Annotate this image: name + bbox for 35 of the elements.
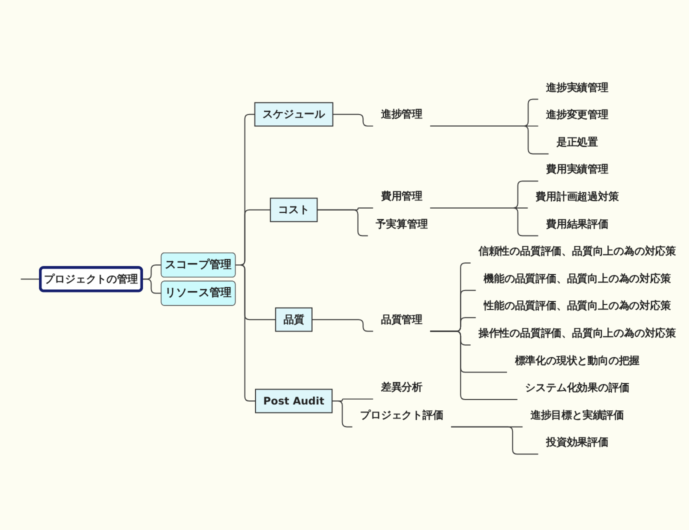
node-text: 予実算管理	[376, 218, 428, 230]
node-text: 進捗目標と実績評価	[530, 408, 624, 421]
connector	[312, 319, 374, 332]
node-box: スケジュール	[254, 102, 334, 127]
node-text: 費用管理	[380, 190, 422, 202]
node-text: 費用実績管理	[546, 162, 608, 176]
node-text: 差異分析	[380, 380, 422, 394]
connector	[430, 330, 518, 400]
node-text: 性能の品質評価、品質向上の為の対応策	[484, 299, 671, 312]
connector	[316, 209, 368, 236]
node-text: 費用計画超過対策	[536, 190, 619, 203]
node-text: 進捗管理	[380, 108, 422, 120]
node-text: 信頼性の品質評価、品質向上の為の対応策	[478, 244, 676, 258]
connector	[450, 426, 539, 455]
connector	[234, 264, 256, 402]
connector	[430, 207, 539, 236]
node-text: 標準化の現状と動向の把握	[514, 354, 640, 366]
node-text: 進捗実績管理	[546, 81, 608, 94]
connector	[430, 126, 550, 154]
connector	[20, 278, 41, 280]
node-text: 費用結果評価	[546, 218, 608, 230]
node-text: システム化効果の評価	[525, 381, 630, 394]
node-text: 是正処置	[556, 136, 598, 148]
node-text: 進捗変更管理	[546, 108, 608, 121]
connector	[332, 114, 374, 127]
connector	[332, 400, 353, 428]
node-box: コスト	[270, 198, 318, 222]
node-box: 品質	[275, 307, 312, 332]
node-text: 機能の品質評価、品質向上の為の対応策	[484, 272, 671, 284]
node-text: 投資効果評価	[546, 436, 608, 448]
node-box: Post Audit	[255, 388, 333, 414]
node-text: 操作性の品質評価、品質向上の為の対応策	[478, 326, 676, 340]
node-text: 品質管理	[380, 313, 422, 326]
node-text: プロジェクト評価	[360, 408, 444, 421]
connector	[141, 278, 162, 294]
